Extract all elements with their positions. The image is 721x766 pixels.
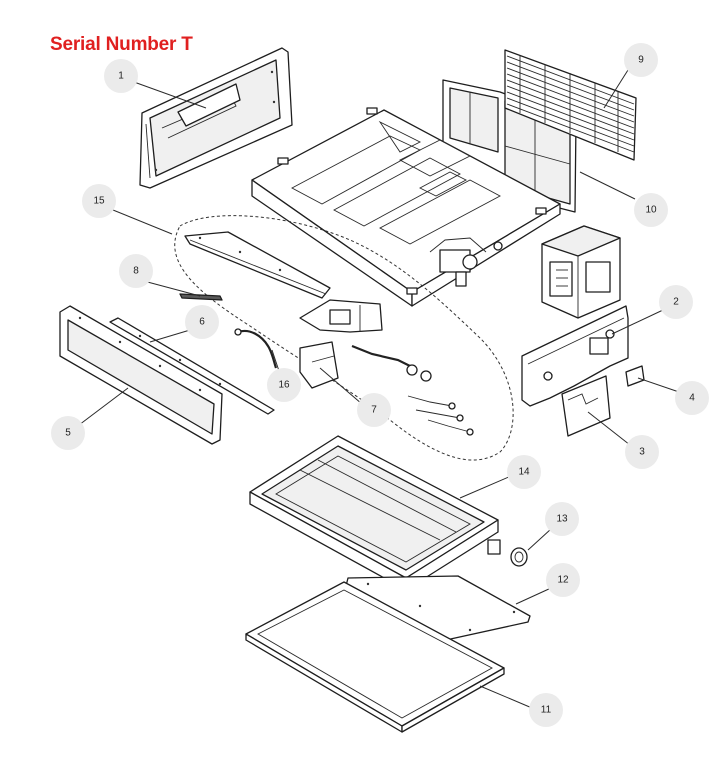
- callout-12-label: 12: [557, 575, 569, 586]
- callout-16: 16: [267, 368, 301, 402]
- callout-5: 5: [51, 416, 85, 450]
- callout-5-label: 5: [65, 428, 71, 439]
- callout-14: 14: [507, 455, 541, 489]
- page-title: Serial Number T: [50, 34, 193, 55]
- pump-assembly: [429, 237, 503, 287]
- callout-2-label: 2: [673, 297, 679, 308]
- part-4-small-plate: [625, 365, 645, 387]
- callout-11: 11: [529, 693, 563, 727]
- callout-3-label: 3: [639, 447, 645, 458]
- callout-1-label: 1: [118, 71, 124, 82]
- callout-6: 6: [185, 305, 219, 339]
- part-16-wire: [234, 328, 278, 369]
- callout-14-label: 14: [518, 467, 530, 478]
- leader-lines: [78, 69, 680, 709]
- callout-3: 3: [625, 435, 659, 469]
- part-15-group-boundary: [174, 215, 514, 461]
- callout-15-label: 15: [93, 196, 105, 207]
- callout-4: 4: [675, 381, 709, 415]
- part-7-cover: [299, 341, 339, 389]
- callout-13: 13: [545, 502, 579, 536]
- callout-10: 10: [634, 193, 668, 227]
- callout-9: 9: [624, 43, 658, 77]
- callout-4-label: 4: [689, 393, 695, 404]
- part-9-grille: [504, 49, 637, 161]
- callout-16-label: 16: [278, 380, 290, 391]
- callout-9-label: 9: [638, 55, 644, 66]
- callout-12: 12: [546, 563, 580, 597]
- part-2-side-panel: [521, 305, 629, 407]
- part-1-side-panel: [139, 47, 293, 189]
- part-15-drain-bar: [184, 231, 331, 299]
- part-8-rod: [179, 293, 223, 301]
- callout-10-label: 10: [645, 205, 657, 216]
- callout-15: 15: [82, 184, 116, 218]
- callout-13-label: 13: [556, 514, 568, 525]
- callout-2: 2: [659, 285, 693, 319]
- callout-7-label: 7: [371, 405, 377, 416]
- callout-7: 7: [357, 393, 391, 427]
- part-14-drain-pan: [249, 435, 501, 591]
- pump-bracket: [299, 299, 383, 333]
- electrical-box: [541, 225, 621, 319]
- callouts: 1 2 3 4 5 6 7 8: [51, 43, 709, 727]
- callout-8-label: 8: [133, 266, 139, 277]
- part-11-bottom-panel: [245, 581, 505, 733]
- callout-11-label: 11: [541, 705, 552, 716]
- part-3-plate: [561, 375, 611, 437]
- part-5-front-panel: [59, 305, 223, 445]
- callout-6-label: 6: [199, 317, 205, 328]
- callout-8: 8: [119, 254, 153, 288]
- hose-assembly: [351, 344, 474, 436]
- callout-1: 1: [104, 59, 138, 93]
- main-top-housing: [251, 107, 561, 307]
- part-13-cap: [510, 547, 528, 567]
